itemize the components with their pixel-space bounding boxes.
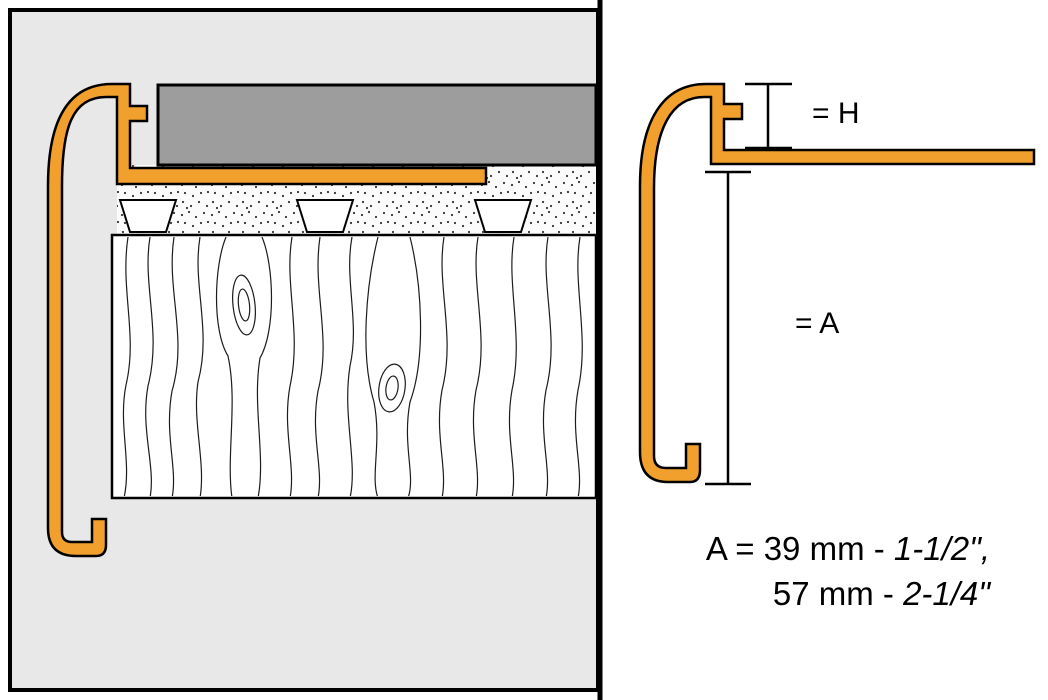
support-trapezoid (118, 199, 178, 233)
wood-substrate (110, 233, 598, 500)
support-trapezoid (295, 199, 355, 233)
dimension-a-label: = A (795, 307, 839, 340)
dimension-h-label: = H (812, 97, 860, 130)
stair-nosing-profile-section (46, 82, 488, 558)
wood-grain-lines (122, 237, 583, 496)
wood-substrate-area (110, 233, 598, 500)
spec-line-1: A = 39 mm - 1-1/2", (706, 530, 990, 567)
wood-knot (378, 363, 406, 413)
support-trapezoid (473, 199, 533, 233)
wood-knot (232, 274, 256, 336)
dimension-panel: = H = A A = 39 mm - 1-1/2", 57 mm - 2-1/… (638, 82, 1036, 612)
cross-section-panel (8, 8, 600, 692)
tile (156, 83, 598, 167)
support-trapezoids (118, 199, 533, 233)
dimension-a (705, 170, 751, 486)
spec-line-2: 57 mm - 2-1/4" (773, 575, 991, 612)
dimension-h (745, 82, 792, 150)
stair-nosing-profile-dimension-view (638, 82, 1036, 484)
